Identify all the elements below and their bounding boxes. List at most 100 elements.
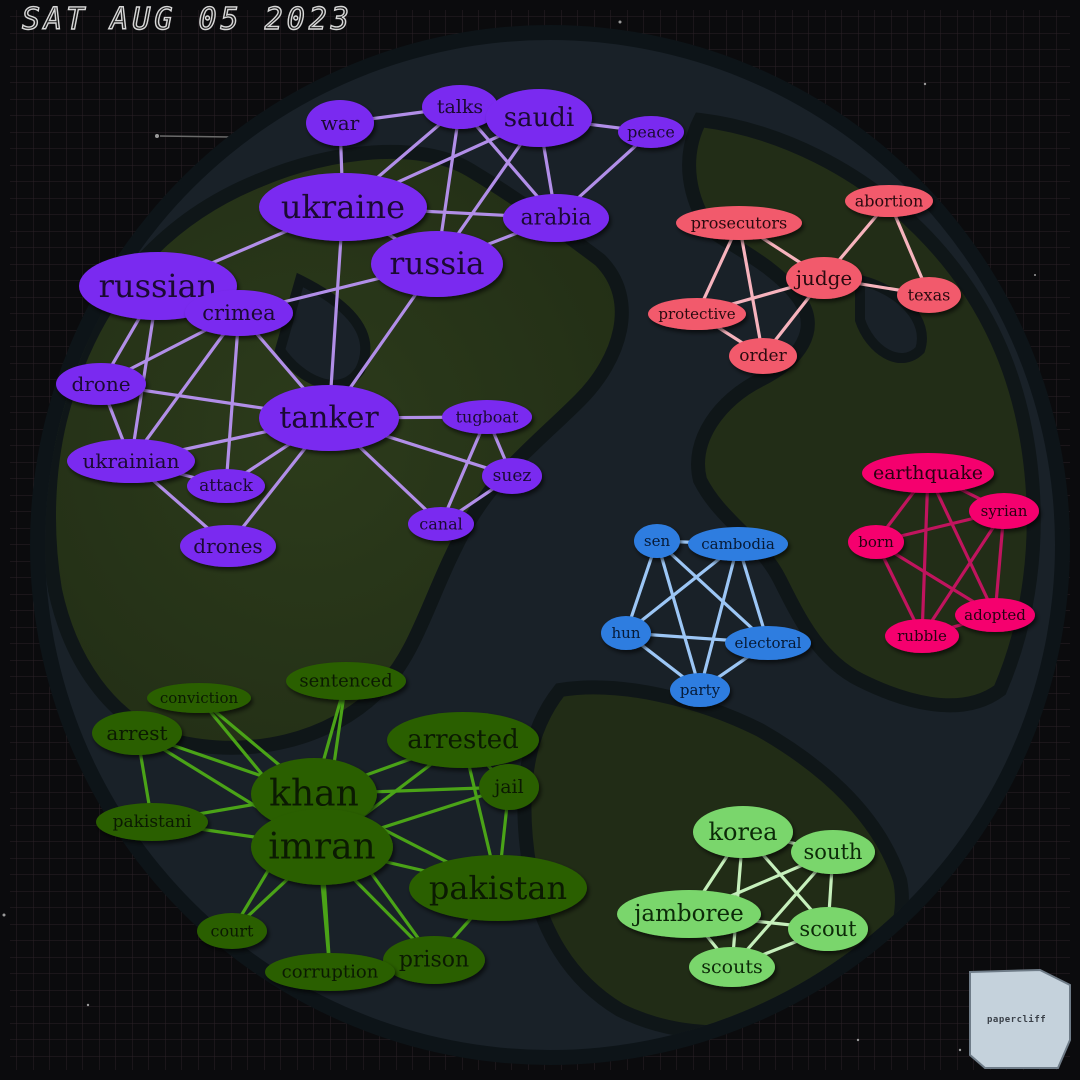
node-drones[interactable]: drones	[180, 525, 276, 567]
node-conviction[interactable]: conviction	[147, 683, 251, 713]
node-arrested[interactable]: arrested	[387, 712, 539, 768]
node-bubble[interactable]	[791, 830, 875, 874]
node-saudi[interactable]: saudi	[486, 89, 592, 147]
node-scout[interactable]: scout	[788, 907, 868, 951]
node-korea[interactable]: korea	[693, 806, 793, 858]
node-bubble[interactable]	[729, 338, 797, 374]
node-bubble[interactable]	[969, 493, 1039, 529]
node-tugboat[interactable]: tugboat	[442, 400, 532, 434]
node-peace[interactable]: peace	[618, 116, 684, 148]
node-talks[interactable]: talks	[422, 85, 498, 129]
node-syrian[interactable]: syrian	[969, 493, 1039, 529]
node-jail[interactable]: jail	[479, 764, 539, 810]
shooting-star	[159, 135, 231, 138]
node-adopted[interactable]: adopted	[955, 598, 1035, 632]
node-drone[interactable]: drone	[56, 363, 146, 405]
node-bubble[interactable]	[689, 947, 775, 987]
node-earthquake[interactable]: earthquake	[862, 453, 994, 493]
edge-crimea-ukrainian	[129, 311, 241, 463]
node-bubble[interactable]	[56, 363, 146, 405]
node-bubble[interactable]	[409, 855, 587, 921]
node-order[interactable]: order	[729, 338, 797, 374]
node-bubble[interactable]	[618, 116, 684, 148]
node-party[interactable]: party	[670, 673, 730, 707]
node-pakistani[interactable]: pakistani	[96, 803, 208, 841]
node-prison[interactable]: prison	[383, 936, 485, 984]
node-texas[interactable]: texas	[897, 277, 961, 313]
node-suez[interactable]: suez	[482, 458, 542, 494]
node-russia[interactable]: russia	[371, 231, 503, 297]
node-bubble[interactable]	[786, 257, 862, 299]
node-ukraine[interactable]: ukraine	[259, 173, 427, 241]
node-bubble[interactable]	[422, 85, 498, 129]
node-bubble[interactable]	[885, 619, 959, 653]
node-abortion[interactable]: abortion	[845, 185, 933, 217]
node-bubble[interactable]	[185, 290, 293, 336]
node-bubble[interactable]	[187, 469, 265, 503]
node-imran[interactable]: imran	[251, 809, 393, 885]
node-label: suez	[493, 466, 532, 486]
node-bubble[interactable]	[286, 662, 406, 700]
node-bubble[interactable]	[180, 525, 276, 567]
node-bubble[interactable]	[648, 298, 746, 330]
node-born[interactable]: born	[848, 525, 904, 559]
node-judge[interactable]: judge	[786, 257, 862, 299]
node-attack[interactable]: attack	[187, 469, 265, 503]
node-bubble[interactable]	[617, 890, 761, 938]
node-bubble[interactable]	[848, 525, 904, 559]
node-jamboree[interactable]: jamboree	[617, 890, 761, 938]
node-bubble[interactable]	[197, 913, 267, 949]
node-sentenced[interactable]: sentenced	[286, 662, 406, 700]
node-rubble[interactable]: rubble	[885, 619, 959, 653]
node-bubble[interactable]	[693, 806, 793, 858]
node-prosecutors[interactable]: prosecutors	[676, 206, 802, 240]
node-bubble[interactable]	[479, 764, 539, 810]
node-scouts[interactable]: scouts	[689, 947, 775, 987]
node-bubble[interactable]	[670, 673, 730, 707]
node-bubble[interactable]	[442, 400, 532, 434]
node-ukrainian[interactable]: ukrainian	[67, 439, 195, 483]
node-bubble[interactable]	[676, 206, 802, 240]
node-bubble[interactable]	[306, 100, 374, 146]
node-bubble[interactable]	[725, 626, 811, 660]
node-bubble[interactable]	[845, 185, 933, 217]
node-hun[interactable]: hun	[601, 616, 651, 650]
node-pakistan[interactable]: pakistan	[409, 855, 587, 921]
node-bubble[interactable]	[634, 524, 680, 558]
node-bubble[interactable]	[371, 231, 503, 297]
node-bubble[interactable]	[897, 277, 961, 313]
node-bubble[interactable]	[387, 712, 539, 768]
node-bubble[interactable]	[503, 194, 609, 242]
node-electoral[interactable]: electoral	[725, 626, 811, 660]
node-canal[interactable]: canal	[408, 507, 474, 541]
node-bubble[interactable]	[482, 458, 542, 494]
node-cambodia[interactable]: cambodia	[688, 527, 788, 561]
node-sen[interactable]: sen	[634, 524, 680, 558]
node-protective[interactable]: protective	[648, 298, 746, 330]
edge-syrian-rubble	[920, 509, 1006, 638]
node-court[interactable]: court	[197, 913, 267, 949]
node-bubble[interactable]	[67, 439, 195, 483]
node-bubble[interactable]	[408, 507, 474, 541]
node-corruption[interactable]: corruption	[265, 953, 395, 991]
node-arrest[interactable]: arrest	[92, 711, 182, 755]
node-bubble[interactable]	[788, 907, 868, 951]
node-bubble[interactable]	[259, 173, 427, 241]
node-bubble[interactable]	[96, 803, 208, 841]
node-bubble[interactable]	[147, 683, 251, 713]
node-bubble[interactable]	[955, 598, 1035, 632]
node-bubble[interactable]	[688, 527, 788, 561]
node-bubble[interactable]	[601, 616, 651, 650]
node-bubble[interactable]	[862, 453, 994, 493]
node-bubble[interactable]	[486, 89, 592, 147]
node-bubble[interactable]	[251, 809, 393, 885]
node-crimea[interactable]: crimea	[185, 290, 293, 336]
node-bubble[interactable]	[92, 711, 182, 755]
node-bubble[interactable]	[259, 385, 399, 451]
node-bubble[interactable]	[265, 953, 395, 991]
node-tanker[interactable]: tanker	[259, 385, 399, 451]
node-south[interactable]: south	[791, 830, 875, 874]
node-war[interactable]: war	[306, 100, 374, 146]
node-bubble[interactable]	[383, 936, 485, 984]
node-arabia[interactable]: arabia	[503, 194, 609, 242]
